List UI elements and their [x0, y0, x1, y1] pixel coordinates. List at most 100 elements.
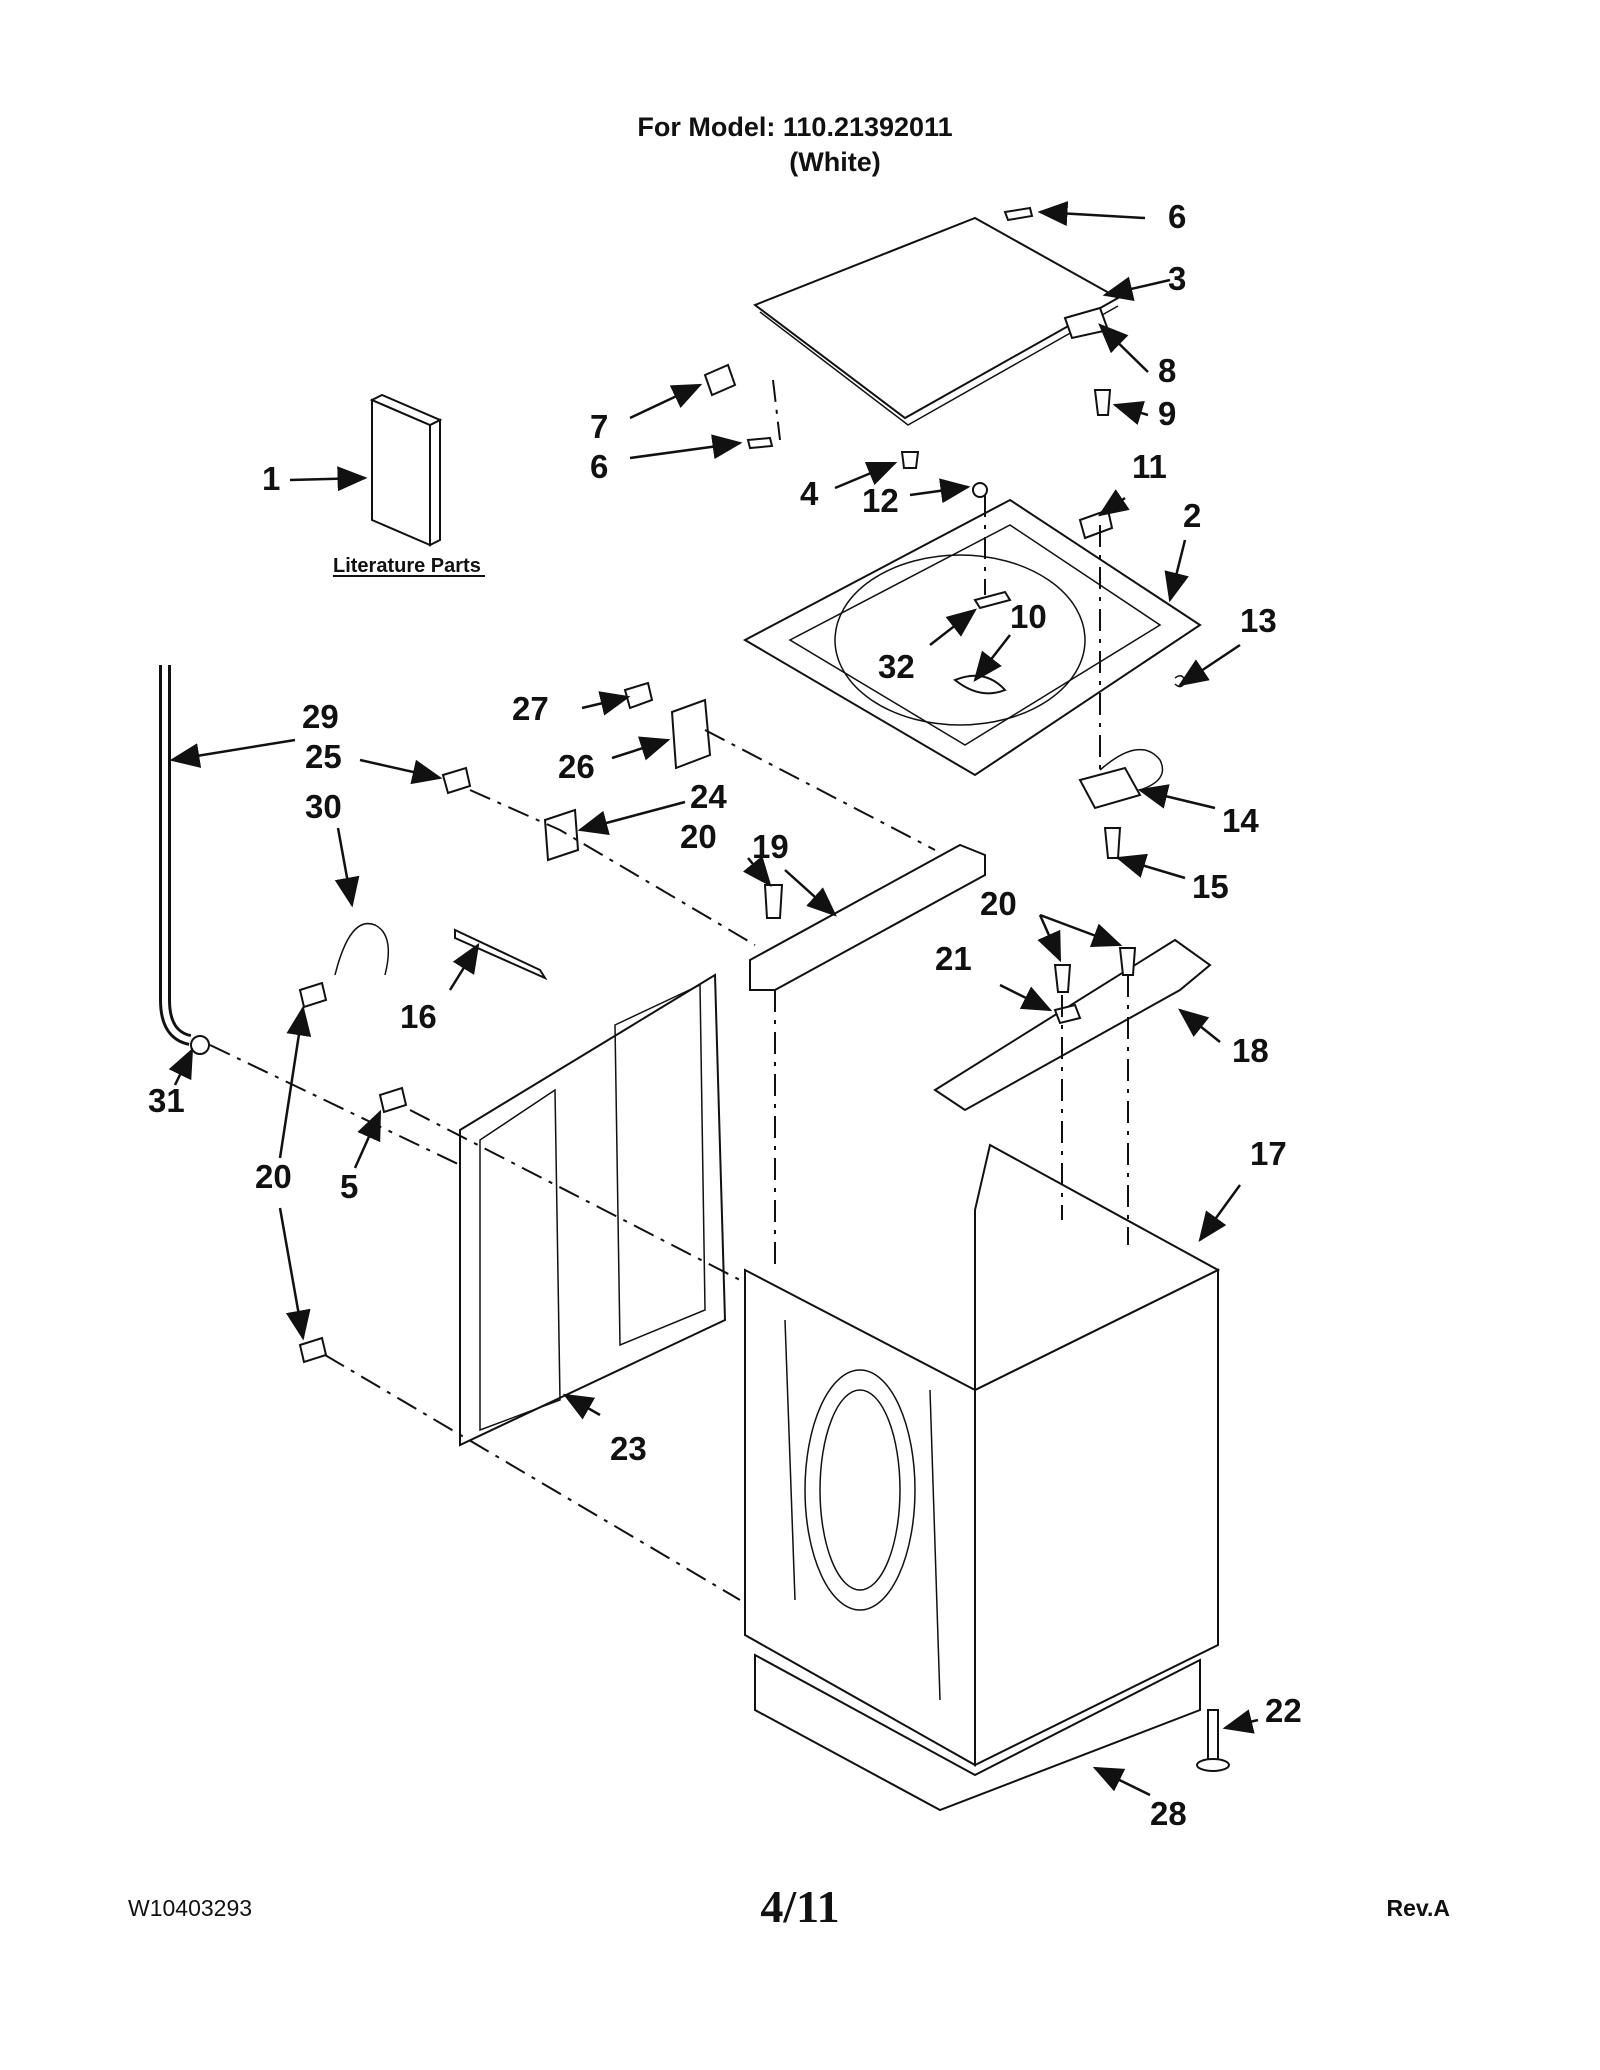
- drain-hose: [159, 665, 192, 1046]
- model-color: (White): [789, 147, 881, 177]
- callout-25: 25: [305, 738, 342, 775]
- callout-20-side: 20: [255, 1158, 292, 1195]
- leader-line: [1137, 784, 1216, 810]
- top-cover: [742, 498, 1202, 777]
- callout-6-top: 6: [1168, 198, 1186, 235]
- leader-line: [1115, 853, 1186, 880]
- hose-clamp: [190, 1035, 210, 1055]
- leader-line: [1037, 201, 1146, 227]
- rear-panel: [459, 973, 727, 1447]
- leader-line: [1039, 913, 1123, 948]
- callout-16: 16: [400, 998, 437, 1035]
- leader-line: [909, 478, 971, 504]
- leader-line: [999, 983, 1053, 1012]
- leader-line: [1178, 1008, 1221, 1043]
- assembly-line: [209, 1044, 461, 1166]
- lid-screw: [703, 363, 737, 397]
- leader-line: [784, 869, 837, 917]
- assembly-line: [469, 789, 756, 946]
- leader-line: [562, 1393, 601, 1420]
- document-number: W10403293: [128, 1895, 253, 1921]
- assembly-line: [704, 729, 936, 851]
- literature-parts-label: Literature Parts: [333, 555, 481, 577]
- screw-25: [441, 766, 472, 795]
- hose-hook: [334, 922, 390, 976]
- callout-32: 32: [878, 648, 915, 685]
- leader-line: [629, 434, 743, 460]
- cable-strap: [454, 928, 548, 981]
- callout-2: 2: [1183, 497, 1201, 534]
- callout-7: 7: [590, 408, 608, 445]
- leader-line: [1037, 914, 1062, 963]
- leader-line: [169, 738, 296, 768]
- callout-19: 19: [752, 828, 789, 865]
- leader-line: [334, 827, 360, 908]
- callout-15: 15: [1192, 868, 1229, 905]
- callout-3: 3: [1168, 260, 1186, 297]
- leader-line: [359, 758, 443, 785]
- rear-screw-c: [298, 1336, 328, 1364]
- literature-book: [369, 393, 443, 547]
- leader-line: [353, 1109, 382, 1169]
- callout-22: 22: [1265, 1692, 1302, 1729]
- leader-line: [834, 461, 898, 490]
- callout-26: 26: [558, 748, 595, 785]
- leader-line: [278, 1005, 312, 1159]
- screw-20-rear-a: [1053, 964, 1072, 993]
- revision-label: Rev.A: [1386, 1895, 1451, 1921]
- rear-screw-a: [298, 981, 328, 1009]
- leader-line: [1092, 1766, 1151, 1797]
- leader-line: [1198, 1184, 1242, 1243]
- lid-bumper: [900, 451, 920, 469]
- callout-23: 23: [610, 1430, 647, 1467]
- leader-line: [168, 1047, 194, 1086]
- switch-screw: [1093, 389, 1112, 416]
- callout-30: 30: [305, 788, 342, 825]
- callout-20-rear: 20: [980, 885, 1017, 922]
- callout-14: 14: [1222, 802, 1259, 839]
- rear-support-rail: [933, 938, 1212, 1112]
- screw-20-rear-b: [1118, 947, 1137, 976]
- leader-line: [1164, 539, 1189, 603]
- bracket-24: [543, 808, 580, 862]
- callout-6-bottom: 6: [590, 448, 608, 485]
- assembly-line: [772, 379, 781, 441]
- leader-line: [289, 466, 368, 492]
- lock-screw: [1103, 827, 1122, 859]
- leader-line: [581, 691, 631, 716]
- callout-11: 11: [1132, 448, 1167, 485]
- leader-line: [973, 634, 1011, 682]
- switch-actuator: [1078, 508, 1114, 540]
- callout-4: 4: [800, 475, 819, 512]
- assembly-line: [409, 1109, 741, 1281]
- callout-31: 31: [148, 1082, 185, 1119]
- front-support-rail: [749, 843, 986, 991]
- callout-18: 18: [1232, 1032, 1269, 1069]
- assembly-line: [324, 1354, 741, 1601]
- callout-29: 29: [302, 698, 339, 735]
- screw-27: [623, 681, 654, 710]
- leader-line: [1102, 276, 1171, 301]
- callout-27: 27: [512, 690, 549, 727]
- callout-21: 21: [935, 940, 972, 977]
- leader-line: [1098, 323, 1149, 373]
- callout-13: 13: [1240, 602, 1277, 639]
- callout-17: 17: [1250, 1135, 1287, 1172]
- callout-1: 1: [262, 460, 280, 497]
- lid-hinge-clip: [746, 206, 1034, 450]
- mounting-bracket-26: [670, 698, 712, 770]
- leveling-leg: [1196, 1709, 1230, 1772]
- leader-line: [1097, 489, 1130, 517]
- cabinet-base: [754, 1653, 1201, 1812]
- leader-line: [742, 855, 772, 887]
- callout-12: 12: [862, 482, 899, 519]
- callout-5: 5: [340, 1168, 358, 1205]
- washer-lid: [752, 216, 1121, 426]
- leader-line: [1177, 643, 1241, 687]
- rear-screw-b: [378, 1086, 408, 1114]
- leader-line: [629, 383, 703, 420]
- callout-10: 10: [1010, 598, 1047, 635]
- model-title: For Model: 110.21392011: [637, 112, 953, 142]
- leader-line: [1222, 1709, 1259, 1734]
